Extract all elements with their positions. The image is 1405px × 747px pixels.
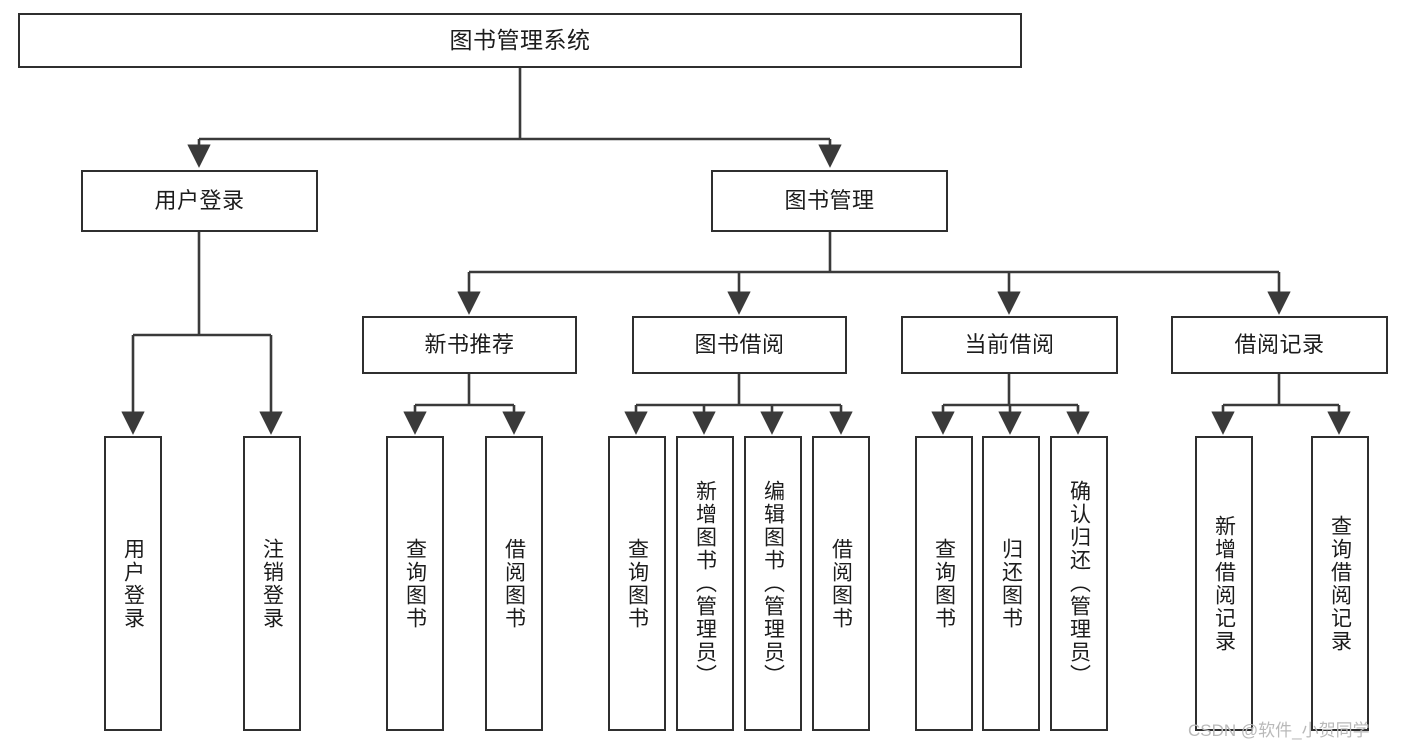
node-label: 注销登录 xyxy=(260,537,284,630)
node-label: 用户登录 xyxy=(154,188,245,214)
node-label: 查询图书 xyxy=(625,537,649,630)
leaf-record-add-record[interactable]: 新增借阅记录 xyxy=(1195,436,1253,731)
node-user-login[interactable]: 用户登录 xyxy=(81,170,318,232)
node-root-system[interactable]: 图书管理系统 xyxy=(18,13,1022,68)
leaf-recommend-borrow-book[interactable]: 借阅图书 xyxy=(485,436,543,731)
leaf-user-login-signin[interactable]: 用户登录 xyxy=(104,436,162,731)
node-label: 借阅图书 xyxy=(829,537,853,630)
node-label: 借阅图书 xyxy=(502,537,526,630)
node-new-book-recommend[interactable]: 新书推荐 xyxy=(362,316,577,374)
node-book-management[interactable]: 图书管理 xyxy=(711,170,948,232)
node-label: 图书管理 xyxy=(784,188,875,214)
node-label: 查询图书 xyxy=(403,537,427,630)
leaf-borrow-edit-book-admin[interactable]: 编辑图书（管理员） xyxy=(744,436,802,731)
watermark-text: CSDN @软件_小贺同学 xyxy=(1188,721,1370,740)
leaf-current-query-book[interactable]: 查询图书 xyxy=(915,436,973,731)
node-label: 新书推荐 xyxy=(424,332,515,358)
leaf-user-login-signout[interactable]: 注销登录 xyxy=(243,436,301,731)
leaf-record-query-record[interactable]: 查询借阅记录 xyxy=(1311,436,1369,731)
node-label: 查询图书 xyxy=(932,537,956,630)
node-label: 借阅记录 xyxy=(1234,332,1325,358)
node-label: 确认归还（管理员） xyxy=(1067,480,1091,687)
leaf-borrow-borrow-book[interactable]: 借阅图书 xyxy=(812,436,870,731)
node-label: 编辑图书（管理员） xyxy=(761,480,785,687)
node-label: 新增借阅记录 xyxy=(1212,514,1236,653)
node-current-borrow[interactable]: 当前借阅 xyxy=(901,316,1118,374)
node-label: 图书借阅 xyxy=(694,332,785,358)
leaf-borrow-add-book-admin[interactable]: 新增图书（管理员） xyxy=(676,436,734,731)
leaf-current-confirm-return-admin[interactable]: 确认归还（管理员） xyxy=(1050,436,1108,731)
node-label: 新增图书（管理员） xyxy=(693,480,717,687)
leaf-borrow-query-book[interactable]: 查询图书 xyxy=(608,436,666,731)
node-label: 图书管理系统 xyxy=(449,26,591,53)
node-borrow-record[interactable]: 借阅记录 xyxy=(1171,316,1388,374)
node-label: 当前借阅 xyxy=(964,332,1055,358)
node-label: 用户登录 xyxy=(121,537,145,630)
leaf-recommend-query-book[interactable]: 查询图书 xyxy=(386,436,444,731)
node-label: 查询借阅记录 xyxy=(1328,514,1352,653)
leaf-current-return-book[interactable]: 归还图书 xyxy=(982,436,1040,731)
node-book-borrow[interactable]: 图书借阅 xyxy=(632,316,847,374)
node-label: 归还图书 xyxy=(999,537,1023,630)
